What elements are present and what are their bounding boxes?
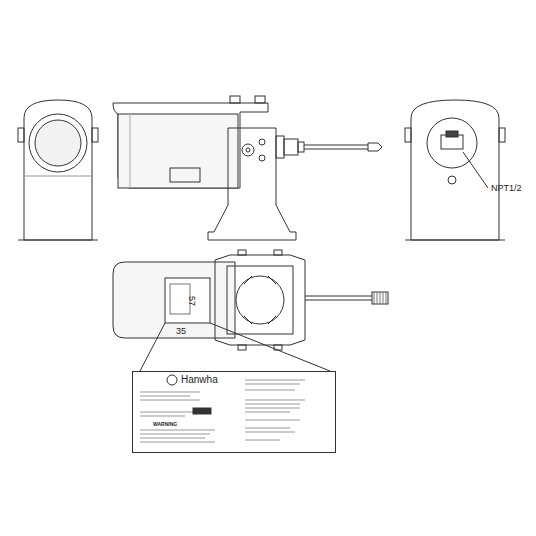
thread-label: NPT1/2 — [491, 184, 522, 193]
dimension: 35 — [176, 327, 186, 336]
brand-name: Hanwha — [181, 375, 218, 385]
warning-text: WARNING — [153, 422, 177, 427]
label-plate: HanwhaWARNING — [132, 371, 336, 453]
dimension: 57 — [187, 296, 196, 306]
